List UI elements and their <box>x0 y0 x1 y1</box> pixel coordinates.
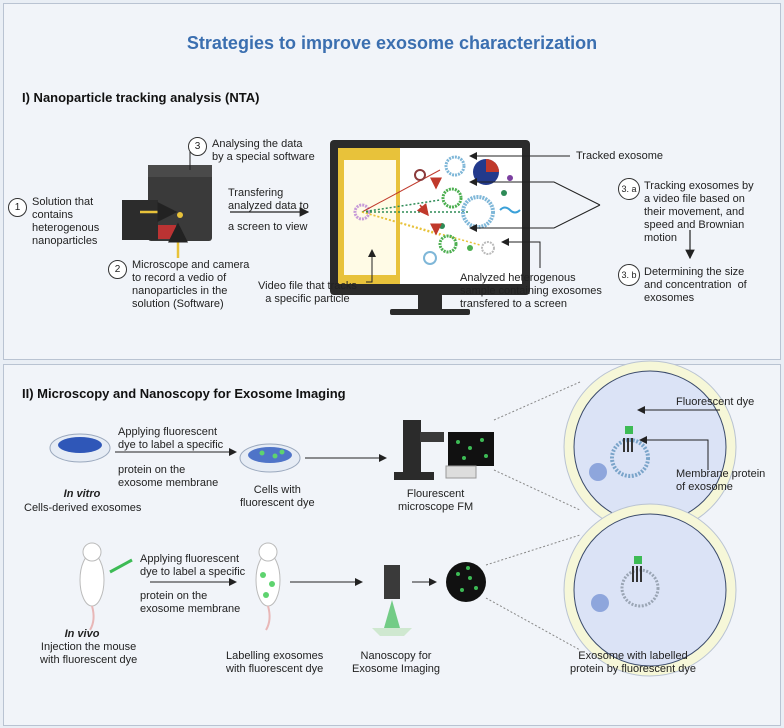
cells-dye-label: Cells with fluorescent dye <box>240 484 315 509</box>
cell-exosome-2 <box>563 503 737 677</box>
invitro-apply-2: protein on the exosome membrane <box>118 464 219 489</box>
invitro-label: In vitro <box>63 488 101 500</box>
fluor-dye-label: Fluorescent dye <box>676 396 755 408</box>
screen-view-text: a screen to view <box>228 221 308 233</box>
mouse-1 <box>79 542 133 631</box>
nanoscopy-label: Nanoscopy for Exosome Imaging <box>352 650 441 675</box>
step3a-text: Tracking exosomes by a video file based … <box>644 180 754 244</box>
fluorescence-microscope <box>394 420 494 480</box>
petri-dish-1 <box>49 433 111 463</box>
invivo-apply-2: protein on the exosome membrane <box>140 590 241 615</box>
step3-text: Analysing the data by a special software <box>212 138 315 163</box>
section1-heading: I) Nanoparticle tracking analysis (NTA) <box>22 90 260 105</box>
exosome-labelled-label: Exosome with labelled protein by fluores… <box>570 650 696 675</box>
nanoscopy-image <box>446 562 486 602</box>
step2-text: Microscope and camera to record a vedio … <box>132 259 250 310</box>
invivo-label: In vivo <box>64 628 100 640</box>
tracked-exosome-label: Tracked exosome <box>576 150 664 162</box>
cell-exosome-1 <box>563 360 737 534</box>
step3-num: 3 <box>188 137 207 156</box>
invivo-apply-1: Applying fluorescent dye to label a spec… <box>140 553 246 578</box>
fm-label: Flourescent microscope FM <box>398 488 474 513</box>
labelling-label: Labelling exosomes with fluorescent dye <box>226 650 324 675</box>
main-title: Strategies to improve exosome characteri… <box>186 33 598 53</box>
step3b-num: 3. b <box>618 264 640 286</box>
membrane-protein-label: Membrane protein of exosome <box>676 468 766 493</box>
step3b-text: Determining the size and concentration o… <box>644 266 747 304</box>
monitor <box>330 140 530 315</box>
invitro-sub: Cells-derived exosomes <box>24 502 142 514</box>
video-file-label: Video file that tracks a specific partic… <box>258 280 357 305</box>
step1-num: 1 <box>8 198 27 217</box>
mouse-2 <box>255 542 281 631</box>
petri-dish-2 <box>239 443 301 473</box>
nta-instrument <box>122 165 212 241</box>
analyzed-sample-label: Analyzed heterogenous sample containing … <box>460 272 602 310</box>
step2-num: 2 <box>108 260 127 279</box>
step1-text: Solution that contains heterogenous nano… <box>32 196 100 247</box>
step3a-num: 3. a <box>618 178 640 200</box>
section2-heading: II) Microscopy and Nanoscopy for Exosome… <box>22 386 346 401</box>
transfer-text: Transfering analyzed data to <box>228 187 309 212</box>
invivo-sub: Injection the mouse with fluorescent dye <box>40 641 138 666</box>
nanoscope <box>372 565 412 636</box>
invitro-apply-1: Applying fluorescent dye to label a spec… <box>118 426 224 451</box>
